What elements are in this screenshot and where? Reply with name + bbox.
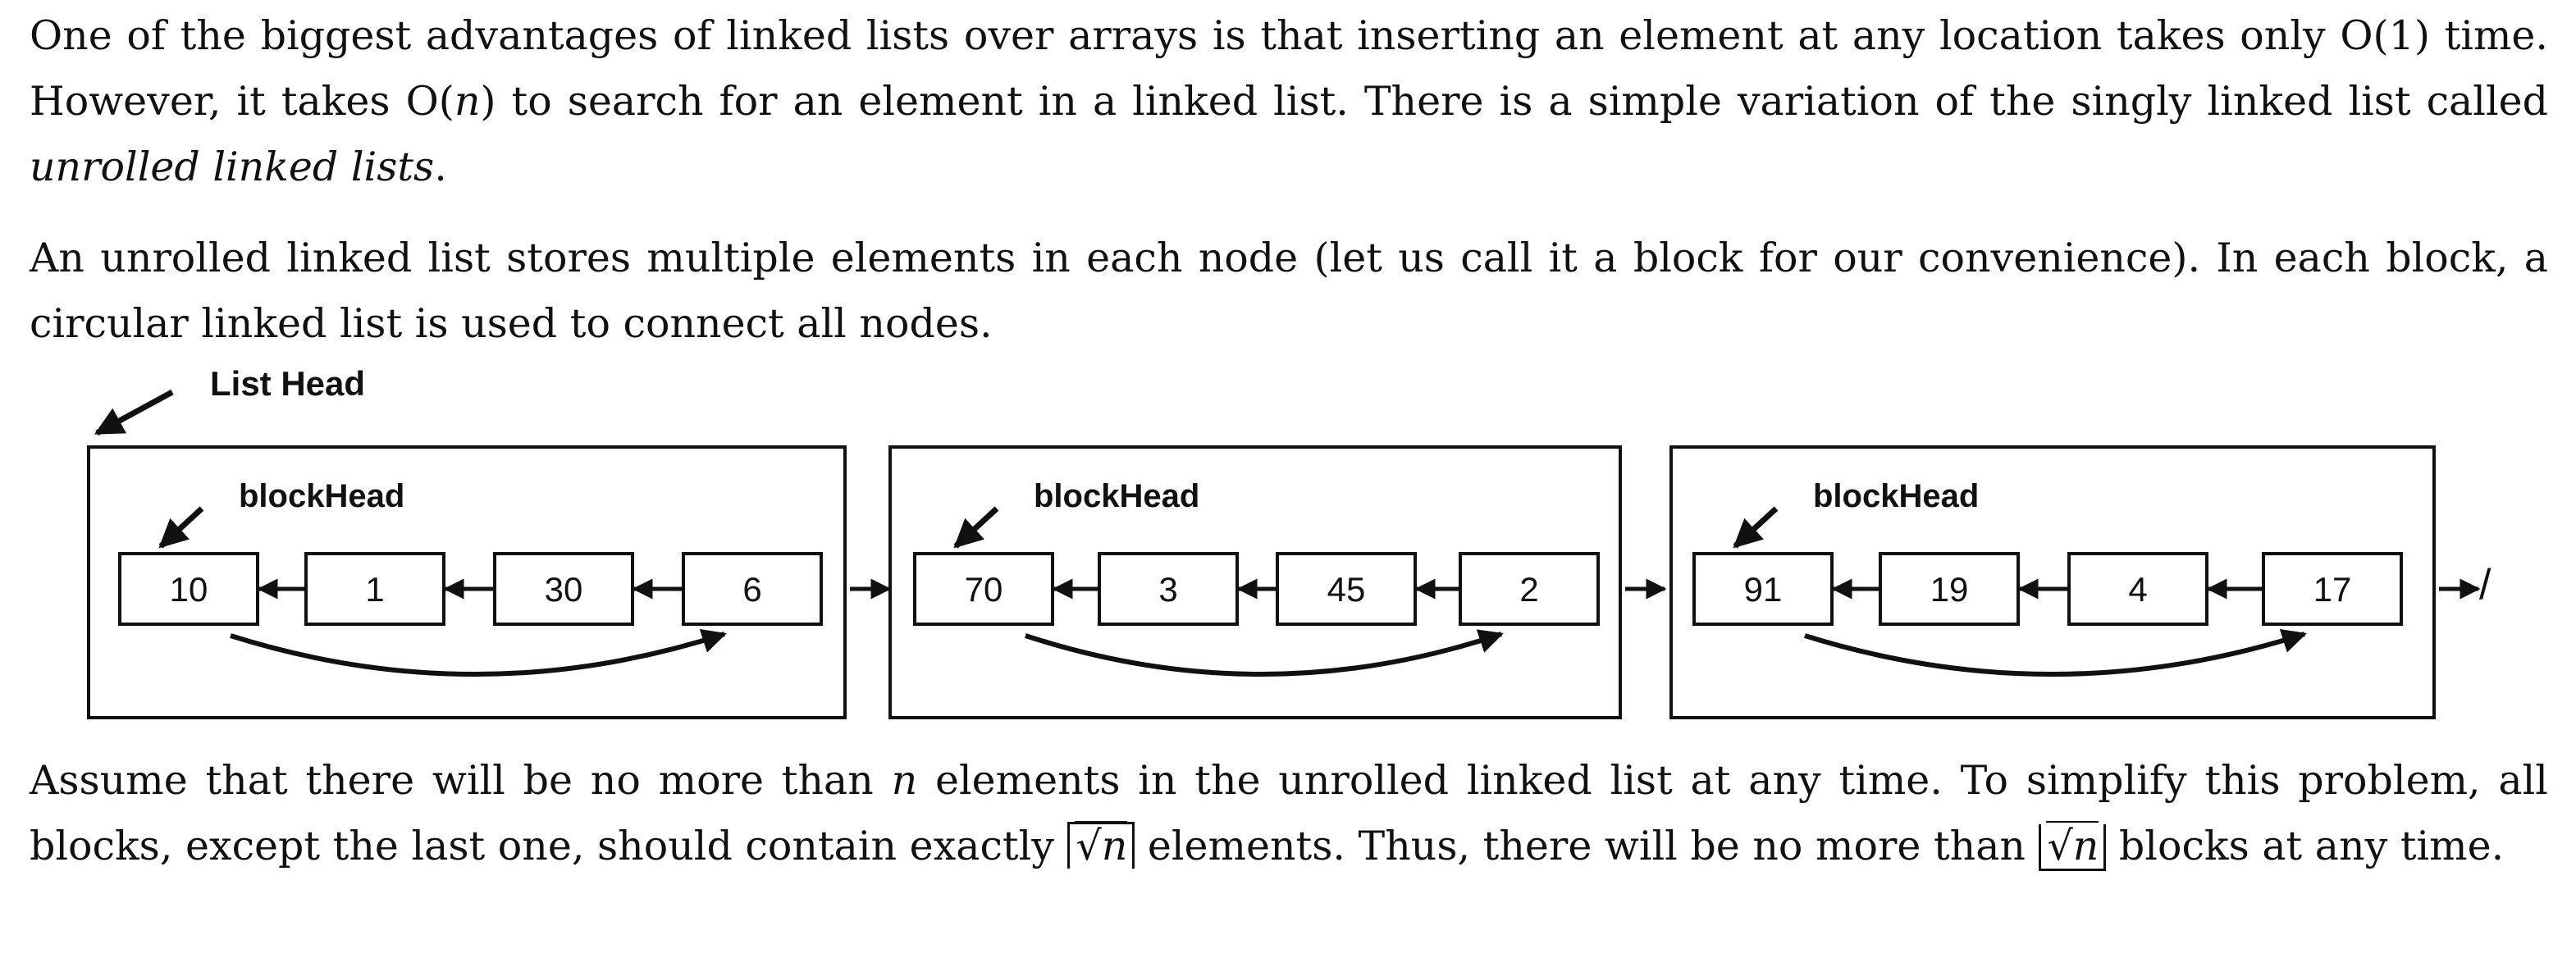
list-head-arrow [94,389,174,436]
node-value: 6 [742,570,761,609]
paragraph-assumption-text-d: blocks at any time. [2106,823,2505,869]
paragraph-definition: An unrolled linked list stores multiple … [30,226,2548,357]
paragraph-definition-text: An unrolled linked list stores multiple … [30,235,2548,347]
block: blockHead 70 3 45 2 [888,445,1667,719]
unrolled-linked-list-diagram: List Head blockHead 10 1 30 6 blockHead 70 3 45 2… [87,364,2492,719]
node-value: 91 [1744,570,1783,609]
node-value: 1 [365,570,384,609]
node-box [304,552,445,626]
paragraph-intro-text-b: ) to search for an element in a linked l… [480,78,2548,125]
node-value: 70 [965,570,1003,609]
block: blockHead 10 1 30 6 [87,445,892,719]
block-head-label: blockHead [1034,478,1199,514]
paragraph-intro: One of the biggest advantages of linked … [30,3,2548,200]
paragraph-assumption-text-b: elements in the unrolled linked list at … [30,757,2548,869]
node-value: 10 [170,570,208,609]
paragraph-assumption: Assume that there will be no more than n… [30,748,2548,879]
node-value: 4 [2128,570,2147,609]
node-box [118,552,259,626]
block-border [1669,445,2436,719]
node-value: 19 [1930,570,1969,609]
block-head-label: blockHead [1813,478,1979,514]
paragraph-assumption-text-c: elements. Thus, there will be no more th… [1135,823,2039,869]
variable-n: n [454,78,481,125]
node-box [682,552,823,626]
list-head-label: List Head [210,364,365,403]
blocks-layer: blockHead 10 1 30 6 blockHead 70 3 45 2 blockHead 9… [87,445,2481,719]
block-head-arrow [158,506,204,549]
paragraph-intro-text-c: . [434,144,447,190]
null-terminator: / [2479,561,2492,609]
circular-link-arrow [1025,629,1504,677]
block-head-arrow [953,506,999,549]
circular-link-arrow [230,628,727,677]
floor-sqrt-n-text: √n [2045,821,2099,869]
node-value: 17 [2313,570,2352,609]
block-border [888,445,1622,719]
node-box [2262,552,2403,626]
node-box [1459,552,1600,626]
emphasis-unrolled-linked-lists: unrolled linked lists [30,144,435,190]
node-box [2067,552,2208,626]
circular-link-arrow [1804,628,2307,677]
ceil-sqrt-n: √n [1066,821,1135,869]
node-value: 3 [1158,570,1177,609]
block: blockHead 91 19 4 17 [1669,445,2481,719]
block-head-label: blockHead [239,478,404,514]
variable-n: n [891,757,918,804]
floor-sqrt-n: √n [2038,821,2107,871]
node-value: 2 [1519,570,1538,609]
block-head-arrow [1733,506,1779,549]
block-border [87,445,847,719]
paragraph-intro-text-a: One of the biggest advantages of linked … [30,12,2548,125]
paragraph-assumption-text-a: Assume that there will be no more than [30,757,892,804]
node-value: 45 [1327,570,1366,609]
node-value: 30 [545,570,583,609]
ceil-sqrt-n-text: √n [1074,821,1128,869]
